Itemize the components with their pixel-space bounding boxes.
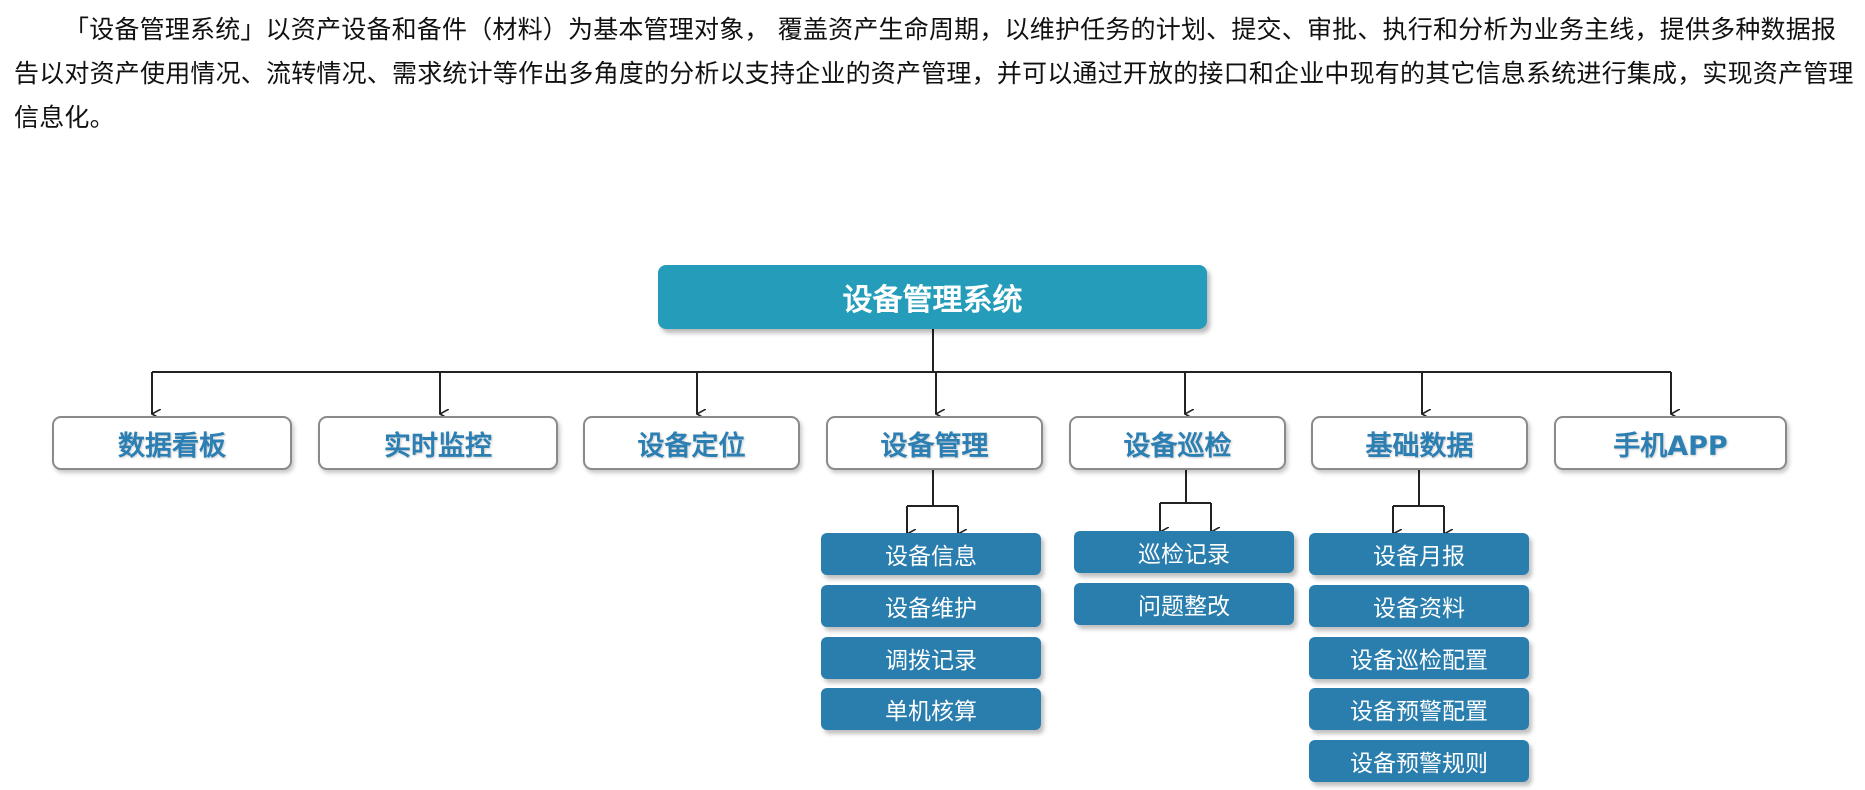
module-equipment-inspection: 设备巡检 [1069, 416, 1286, 470]
sub-equipment-maintenance: 设备维护 [821, 585, 1041, 627]
sub-alert-rules: 设备预警规则 [1309, 740, 1529, 782]
sub-issue-rectification: 问题整改 [1074, 583, 1294, 625]
module-mobile-app: 手机APP [1554, 416, 1787, 470]
module-basic-data: 基础数据 [1311, 416, 1528, 470]
sub-inspection-records: 巡检记录 [1074, 531, 1294, 573]
module-realtime-monitoring: 实时监控 [318, 416, 558, 470]
sub-unit-accounting: 单机核算 [821, 688, 1041, 730]
module-data-dashboard: 数据看板 [52, 416, 292, 470]
sub-transfer-records: 调拨记录 [821, 637, 1041, 679]
module-equipment-location: 设备定位 [583, 416, 800, 470]
sub-equipment-documents: 设备资料 [1309, 585, 1529, 627]
module-equipment-management: 设备管理 [826, 416, 1043, 470]
sub-alert-config: 设备预警配置 [1309, 688, 1529, 730]
sub-inspection-config: 设备巡检配置 [1309, 637, 1529, 679]
sub-equipment-info: 设备信息 [821, 533, 1041, 575]
sub-monthly-report: 设备月报 [1309, 533, 1529, 575]
root-node: 设备管理系统 [658, 265, 1207, 329]
intro-paragraph: 「设备管理系统」以资产设备和备件（材料）为基本管理对象， 覆盖资产生命周期，以维… [14, 15, 1854, 132]
